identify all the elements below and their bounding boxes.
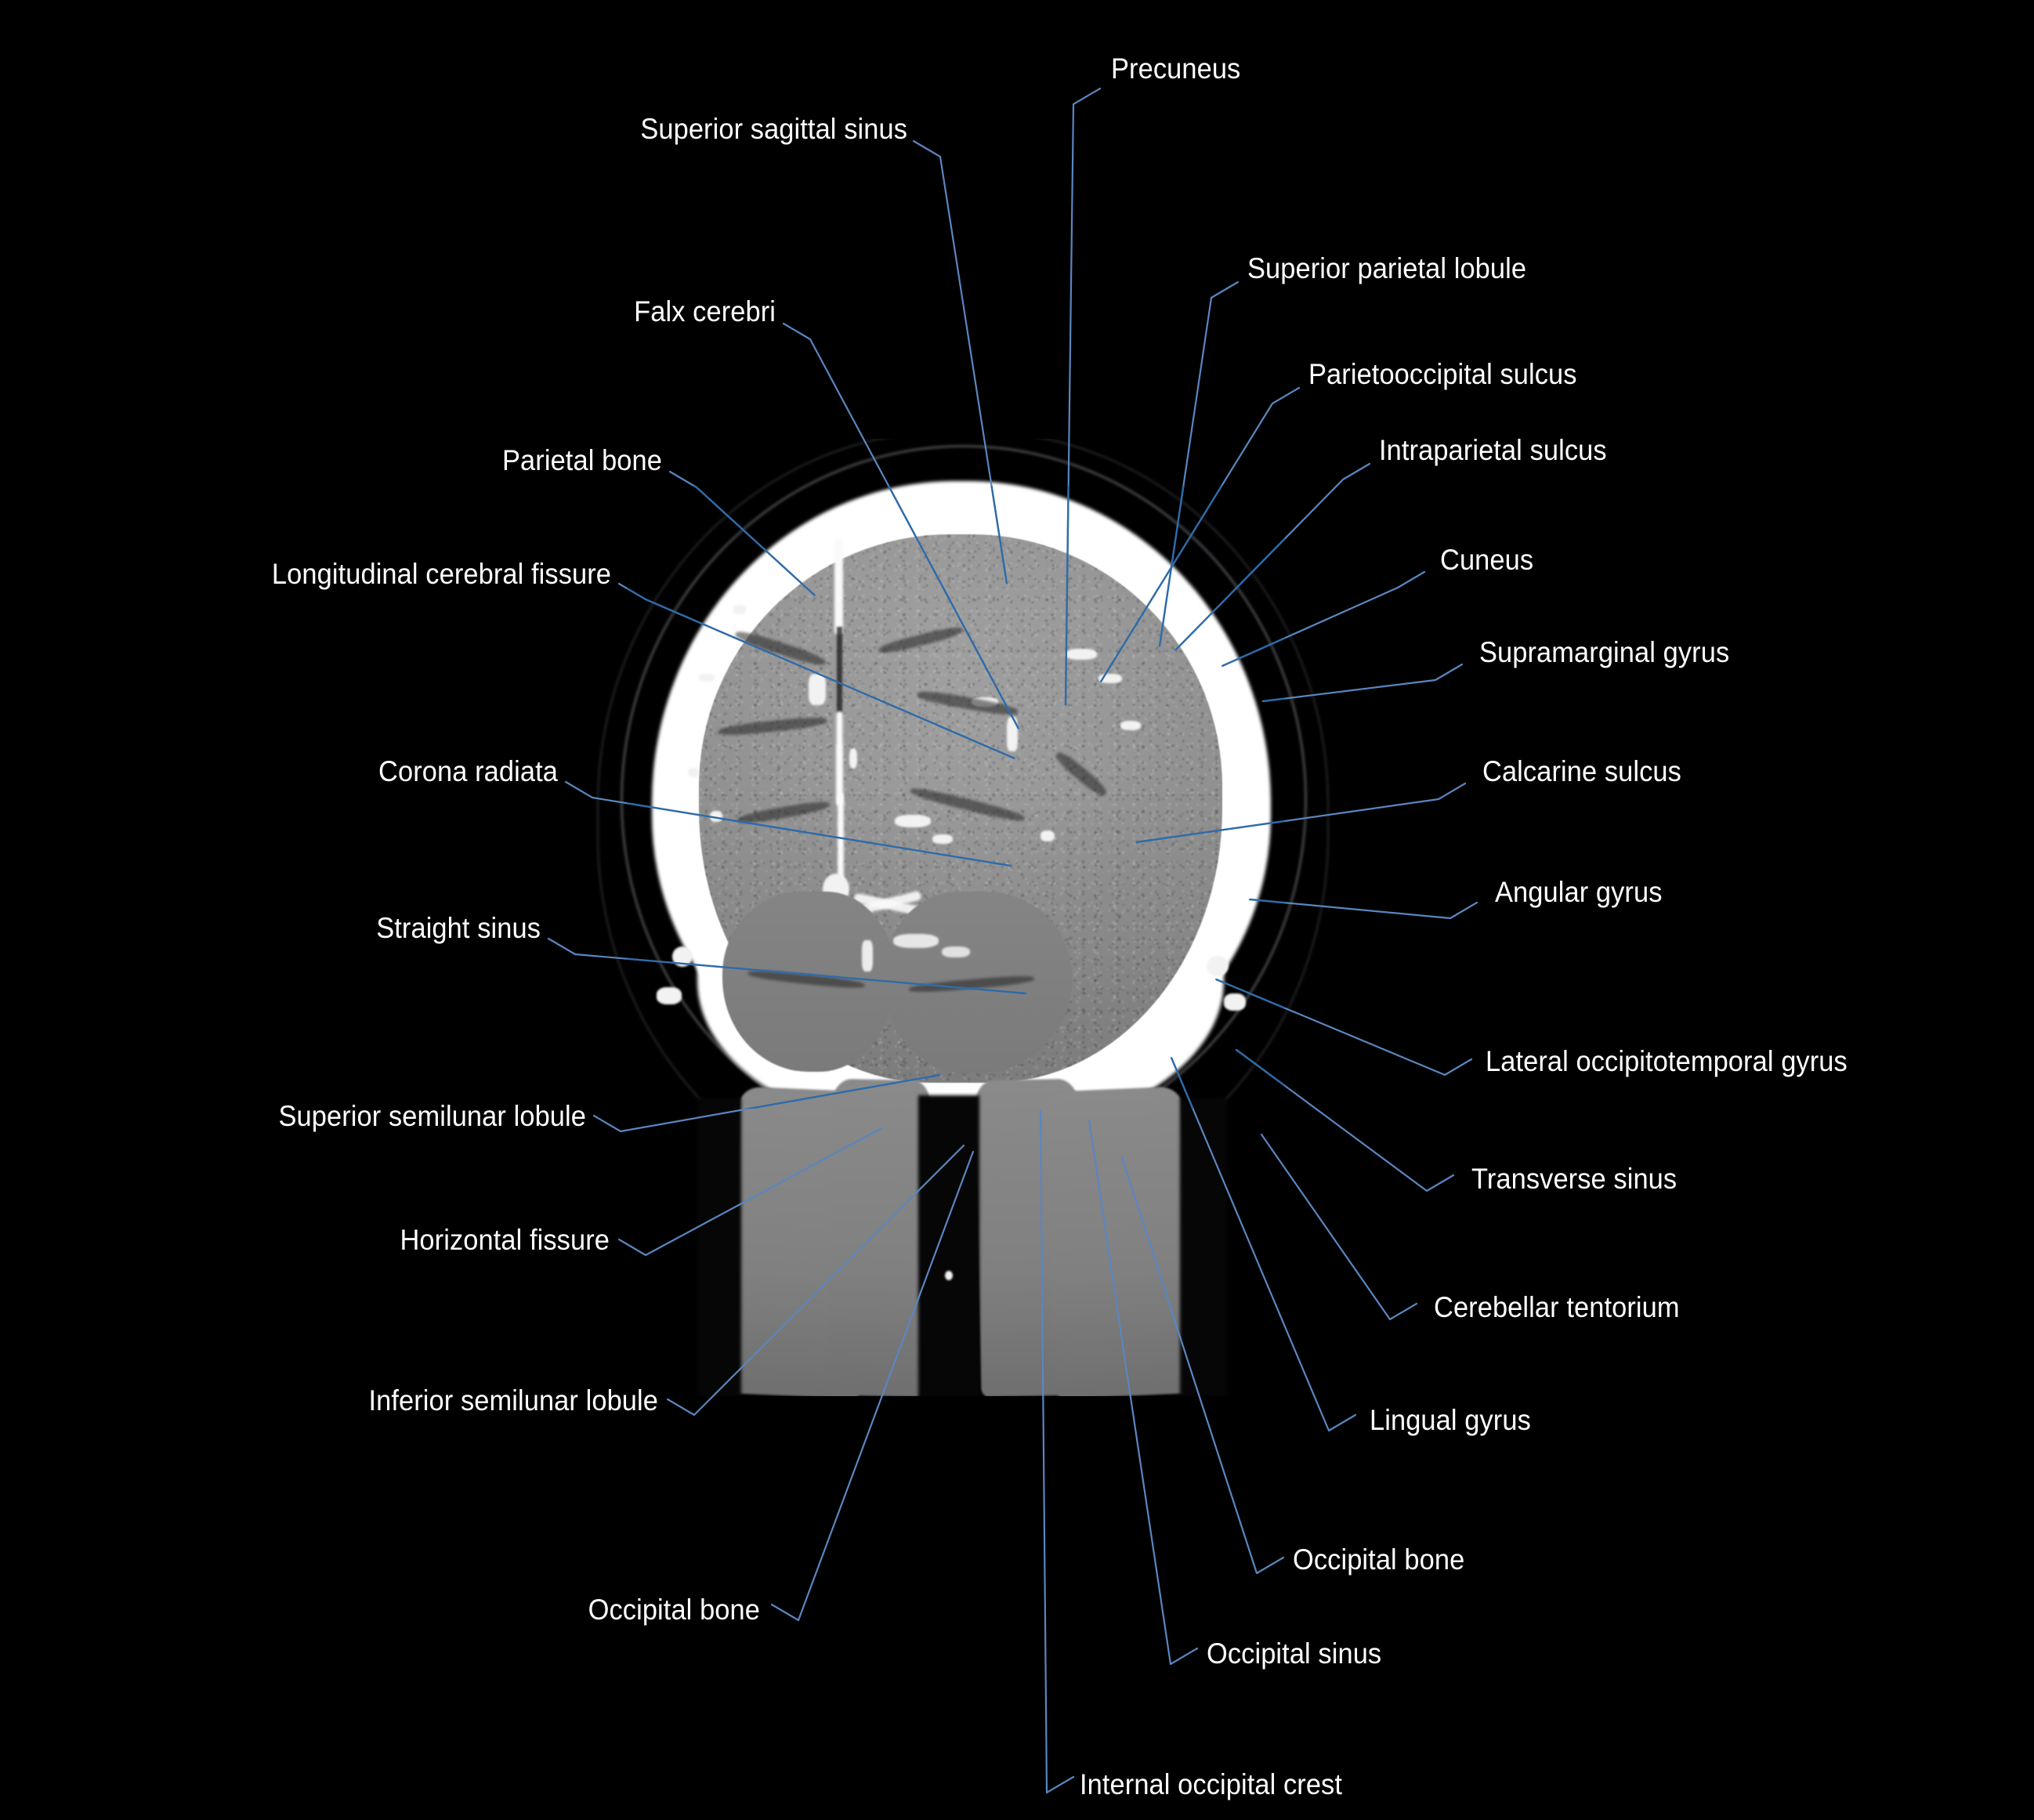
label-superior-parietal-lobule: Superior parietal lobule	[1247, 252, 1527, 284]
label-supramarginal-gyrus: Supramarginal gyrus	[1479, 636, 1730, 668]
mastoid-bone-left	[672, 946, 693, 967]
cortical-vessel	[699, 674, 715, 682]
label-parietooccipital-sulcus: Parietooccipital sulcus	[1308, 358, 1577, 390]
falx-cerebri-superior	[834, 539, 843, 635]
cortical-vessel	[895, 815, 931, 827]
image-crop-edge	[580, 1396, 1332, 1398]
label-occipital-bone-left: Occipital bone	[588, 1594, 760, 1626]
label-straight-sinus: Straight sinus	[376, 912, 541, 944]
paraspinal-fat-right	[1180, 1098, 1227, 1396]
cortical-vessel	[809, 674, 826, 705]
sinus-branch	[942, 946, 970, 957]
cortical-vessel	[688, 768, 699, 777]
cortical-vessel	[1098, 674, 1122, 683]
label-angular-gyrus: Angular gyrus	[1495, 876, 1663, 908]
label-longitudinal-cerebral-fissure: Longitudinal cerebral fissure	[271, 558, 611, 590]
label-calcarine-sulcus: Calcarine sulcus	[1482, 755, 1681, 787]
label-corona-radiata: Corona radiata	[378, 755, 558, 787]
cortical-vessel	[1120, 721, 1141, 730]
cortical-vessel	[1066, 649, 1097, 660]
occipital-sinus-structure	[862, 940, 873, 972]
cortical-vessel	[932, 834, 953, 844]
label-superior-sagittal-sinus: Superior sagittal sinus	[640, 113, 907, 145]
label-occipital-bone-right: Occipital bone	[1293, 1543, 1465, 1576]
paraspinal-fat-left	[697, 1098, 741, 1396]
cortical-vessel	[733, 605, 746, 614]
midline-calcification	[945, 1271, 953, 1280]
label-inferior-semilunar-lobule: Inferior semilunar lobule	[368, 1384, 658, 1417]
ct-scan-image	[580, 439, 1332, 1398]
label-lateral-occipitotemporal-gyrus: Lateral occipitotemporal gyrus	[1486, 1045, 1848, 1077]
mastoid-bone-right	[1207, 956, 1229, 976]
midline-nuchal-ligament	[918, 1095, 979, 1398]
mastoid-air-cell-left	[657, 987, 682, 1004]
label-horizontal-fissure: Horizontal fissure	[400, 1224, 610, 1256]
label-cuneus: Cuneus	[1440, 544, 1534, 576]
cortical-vessel	[849, 748, 857, 769]
label-occipital-sinus: Occipital sinus	[1207, 1637, 1382, 1670]
label-parietal-bone: Parietal bone	[502, 444, 662, 476]
label-superior-semilunar-lobule: Superior semilunar lobule	[278, 1100, 586, 1132]
label-internal-occipital-crest: Internal occipital crest	[1080, 1768, 1343, 1800]
falx-cerebri-mid	[836, 711, 843, 805]
neck-muscle-left-medial	[825, 1078, 932, 1398]
label-lingual-gyrus: Lingual gyrus	[1370, 1404, 1531, 1436]
label-transverse-sinus: Transverse sinus	[1471, 1163, 1678, 1195]
label-intraparietal-sulcus: Intraparietal sulcus	[1379, 434, 1607, 466]
neck-muscle-right-lateral	[1043, 1086, 1195, 1398]
mastoid-air-cell-right	[1224, 993, 1246, 1011]
cortical-vessel	[1007, 717, 1018, 751]
label-precuneus: Precuneus	[1111, 52, 1241, 85]
sinus-confluence	[893, 934, 939, 948]
cortical-vessel	[1041, 830, 1055, 841]
cortical-vessel	[710, 811, 722, 822]
label-cerebellar-tentorium: Cerebellar tentorium	[1434, 1291, 1680, 1323]
falx-cerebri-inferior	[838, 793, 844, 887]
label-falx-cerebri: Falx cerebri	[634, 295, 776, 327]
